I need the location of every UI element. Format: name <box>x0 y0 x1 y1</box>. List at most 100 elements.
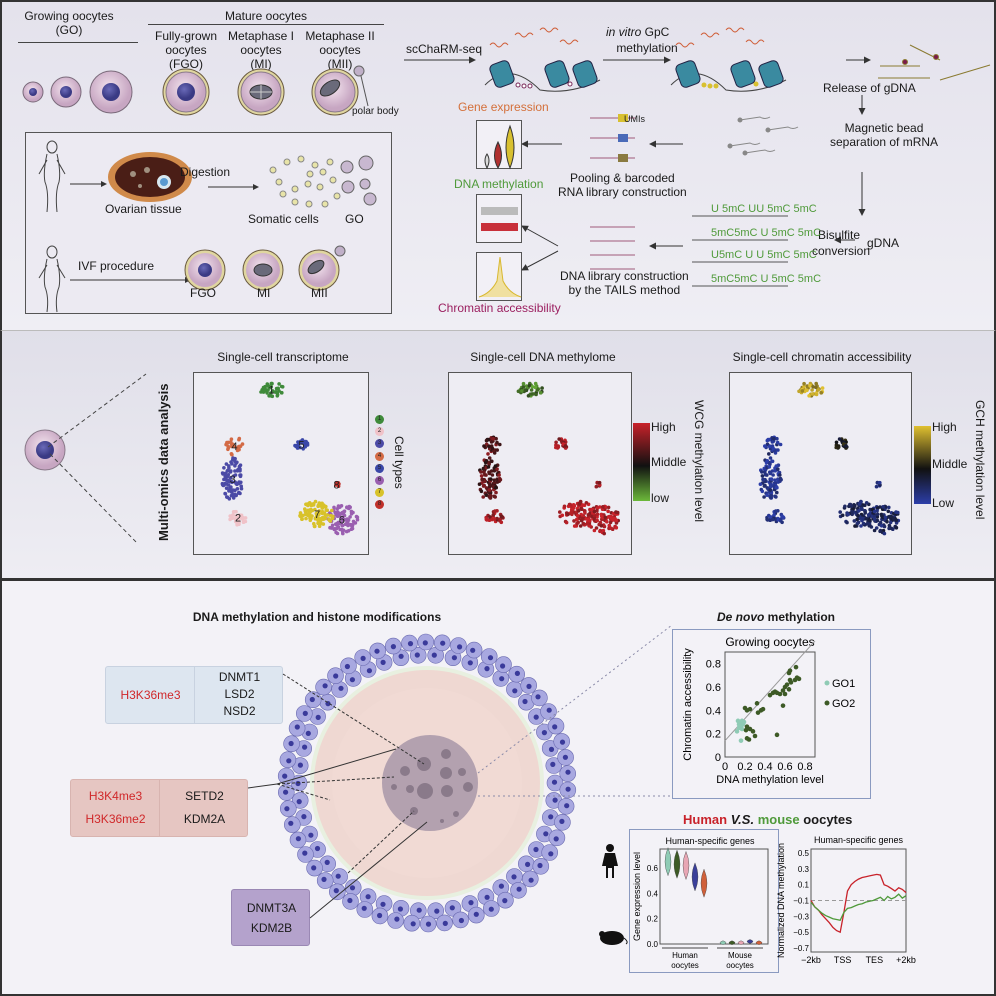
umap-point <box>497 473 501 477</box>
umap-point <box>770 469 775 473</box>
scatter-title: Growing oocytes <box>725 635 814 649</box>
granulosa-nucleus <box>451 655 457 661</box>
umap-point <box>261 389 266 393</box>
dna-library-label: DNA library construction by the TAILS me… <box>560 269 689 297</box>
y-tick-label: −0.7 <box>793 944 809 953</box>
umap-point <box>230 516 235 520</box>
umap-point <box>280 391 284 395</box>
granulosa-nucleus <box>311 865 317 871</box>
umap-point <box>296 440 300 444</box>
umap-point <box>520 389 524 393</box>
bisulfite-seq-2: 5mC5mC U 5mC 5mC <box>711 227 822 239</box>
cell-type-2: 2 <box>375 427 384 437</box>
umap-point <box>614 518 618 522</box>
umap-point <box>606 515 611 519</box>
cell-type-8: 8 <box>375 500 384 510</box>
umap-point <box>309 516 313 521</box>
granulosa-nucleus <box>286 758 292 764</box>
umap-point <box>494 485 498 490</box>
umap-point <box>776 448 780 452</box>
granulosa-nucleus <box>522 698 528 705</box>
umap-point <box>487 444 491 449</box>
umap-point <box>521 384 526 389</box>
granulosa-nucleus <box>321 876 327 882</box>
mi-label: MI <box>257 286 271 300</box>
umap-point <box>609 514 613 519</box>
umap-point <box>820 386 825 390</box>
umap-point <box>237 437 241 442</box>
umap-point <box>275 393 280 397</box>
bisulfite-seq-1: U 5mC UU 5mC 5mC <box>711 203 817 215</box>
y-tick-label: 0.1 <box>798 881 810 890</box>
umap-point <box>323 513 327 517</box>
umap-point <box>762 484 767 488</box>
umap-point <box>858 501 862 506</box>
umap-point <box>223 471 228 476</box>
umap-point <box>539 391 543 395</box>
umap-point <box>346 521 350 525</box>
umap-point <box>767 444 772 449</box>
denovo-rest: methylation <box>764 610 836 624</box>
umap-point <box>487 456 492 460</box>
polar-body-label: polar body <box>352 106 399 117</box>
umap-point <box>585 521 590 526</box>
oocyte-illustrations <box>22 65 369 116</box>
umap-point <box>238 473 243 477</box>
granulosa-nucleus <box>457 644 463 650</box>
gene-expression-label: Gene expression <box>458 100 549 114</box>
umap-point <box>303 509 308 514</box>
umap-point <box>780 514 784 518</box>
umap-point <box>227 497 232 501</box>
enzyme-kdm2b: KDM2B <box>250 921 293 935</box>
granulosa-nucleus <box>390 644 396 650</box>
umap-point <box>886 515 891 519</box>
granulosa-nucleus <box>380 901 386 907</box>
scatter-point <box>777 691 783 697</box>
umap-point <box>887 505 891 510</box>
granulosa-cells <box>277 633 577 933</box>
umap-point <box>768 471 773 476</box>
umap-point <box>328 525 332 530</box>
umap-point <box>489 477 493 481</box>
umap-point <box>226 473 231 477</box>
somatic-cells-label: Somatic cells <box>248 212 319 226</box>
umap-point <box>765 518 770 522</box>
cluster-label: 6 <box>339 514 345 526</box>
legend-label: GO1 <box>832 678 855 690</box>
umap-point <box>875 518 880 523</box>
umap-cluster-4: 4 <box>224 436 245 457</box>
umap-point <box>334 530 338 535</box>
umap-cluster-8 <box>874 480 882 489</box>
umap-point <box>586 513 591 517</box>
umap-cluster-7 <box>838 499 877 528</box>
umap-point <box>263 384 267 389</box>
enzyme-dnmt1: DNMT1 <box>218 670 261 684</box>
umap-point <box>811 385 815 389</box>
violin-shape <box>746 939 754 944</box>
umap-point <box>765 493 769 497</box>
umap-point <box>846 512 850 517</box>
violin-frame <box>659 848 769 945</box>
granulosa-nucleus <box>548 851 554 857</box>
umap-point <box>566 512 570 517</box>
granulosa-nucleus <box>288 820 294 826</box>
umap-point <box>874 526 879 530</box>
umap-point <box>234 514 238 518</box>
violin-shape <box>664 847 672 877</box>
umap-point <box>482 444 486 448</box>
umap-point <box>836 445 841 449</box>
umap-point <box>239 484 243 488</box>
granulosa-nucleus <box>302 710 308 716</box>
granulosa-nucleus <box>533 714 539 720</box>
umap-point <box>309 502 313 506</box>
umap-point <box>324 508 328 512</box>
umap-point <box>495 467 499 471</box>
umap-point <box>526 394 531 398</box>
umap-point <box>495 516 499 521</box>
umap-point <box>225 495 229 499</box>
umap-point <box>894 518 899 522</box>
umap-point <box>608 520 613 525</box>
umap-point <box>770 517 775 522</box>
umap-point <box>269 381 274 386</box>
umap-point <box>558 510 562 514</box>
